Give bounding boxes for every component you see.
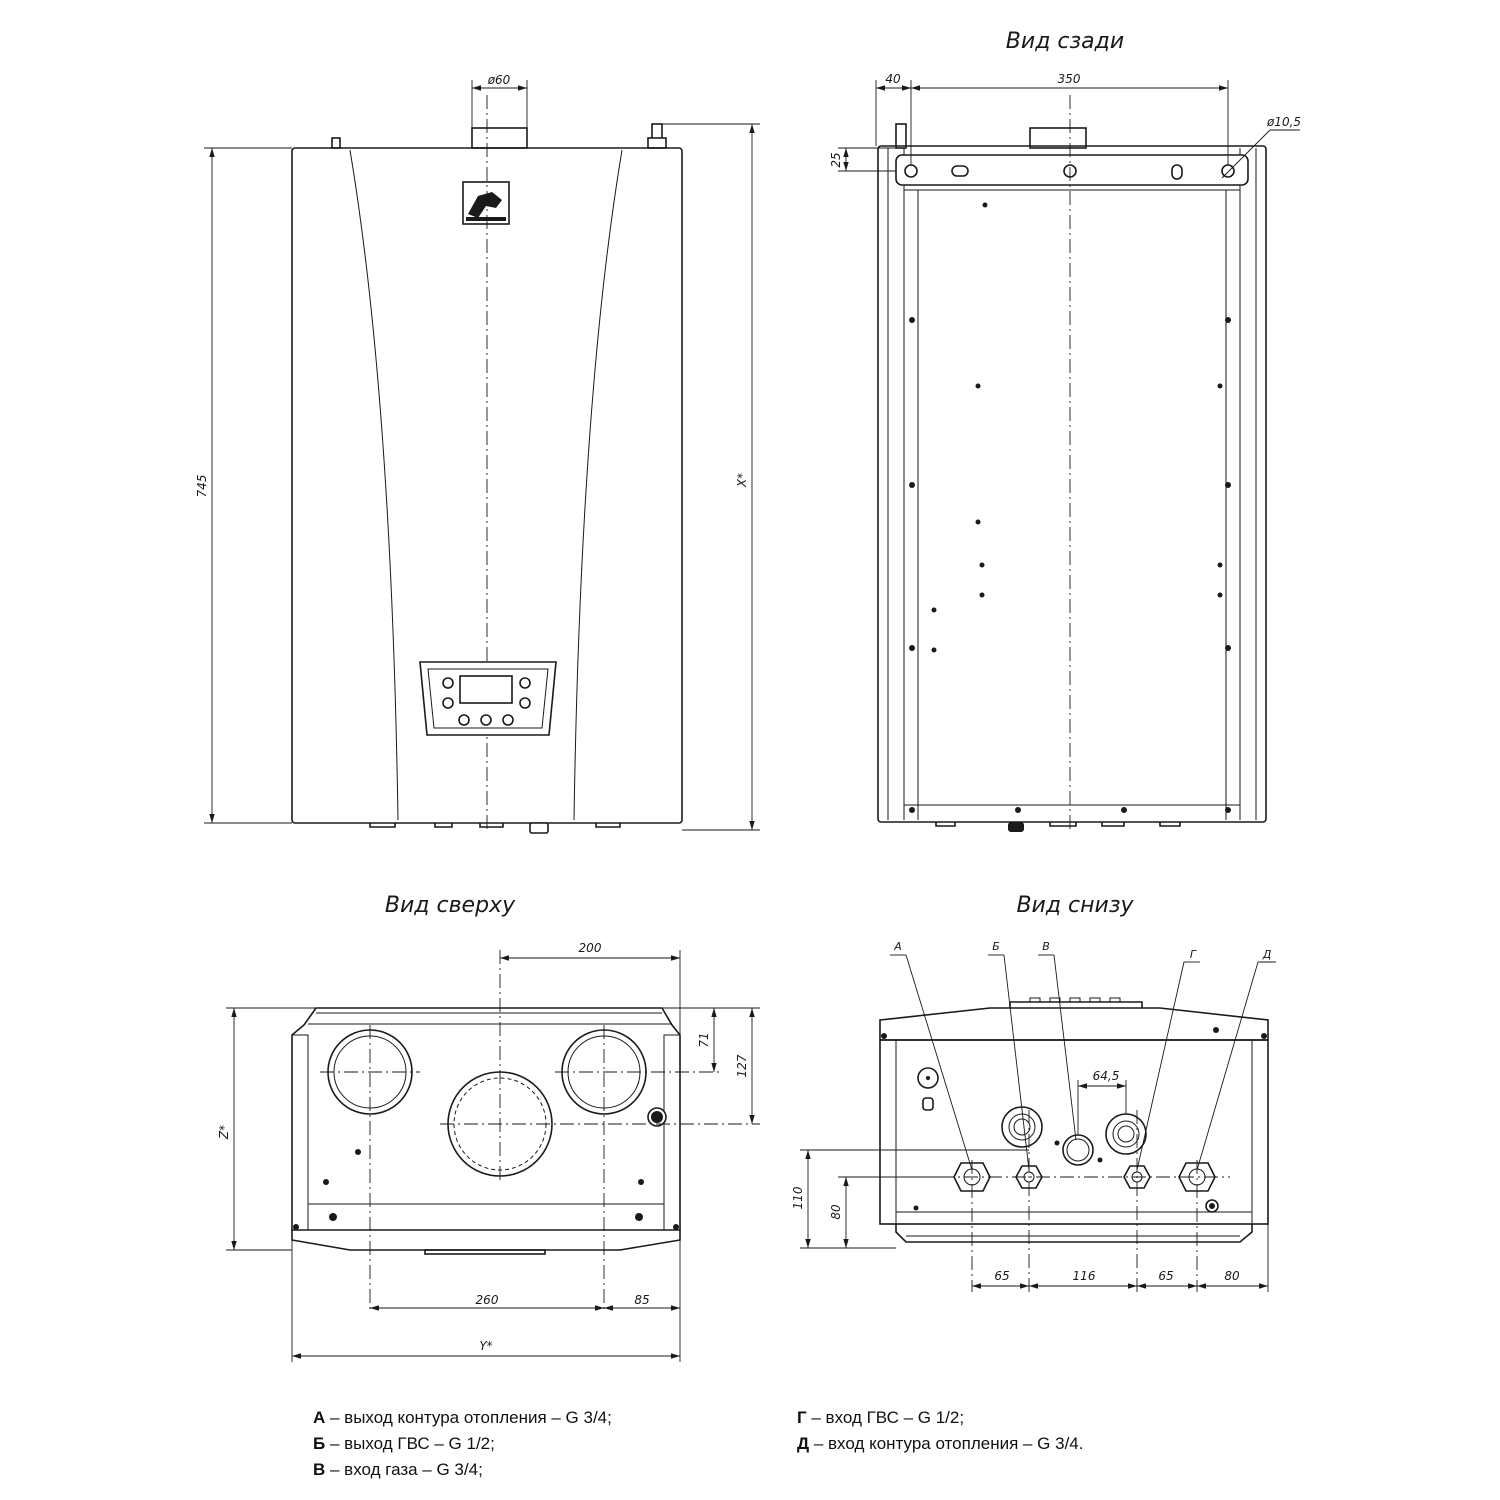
- dim-80-vertical: 80: [829, 1204, 843, 1220]
- display-screen: [459, 675, 513, 704]
- bottom-outline: [879, 1039, 1269, 1225]
- legend-item-b: Б – выход ГВС – G 1/2;: [313, 1434, 495, 1453]
- dim-flue: ø60: [487, 73, 511, 87]
- control-panel: [419, 661, 557, 736]
- dim-127: 127: [735, 1054, 749, 1077]
- dim-71: 71: [697, 1032, 711, 1047]
- legend-item-d: Д – вход контура отопления – G 3/4.: [797, 1434, 1084, 1453]
- dim-65-b: 65: [1158, 1269, 1173, 1283]
- dim-hole: ø10,5: [1266, 115, 1301, 129]
- bottom-top-panel: [879, 1007, 1269, 1041]
- label-g: Г: [1190, 948, 1197, 961]
- dim-x-height: X*: [735, 473, 749, 488]
- back-frame: [877, 145, 1267, 823]
- dim-200: 200: [579, 941, 602, 955]
- bottom-connections: [913, 1162, 1219, 1213]
- dim-64-5: 64,5: [1093, 1069, 1120, 1083]
- top-screws: [293, 1149, 679, 1230]
- dim-110: 110: [791, 1186, 805, 1209]
- legend-left: А – выход контура отопления – G 3/4; Б –…: [313, 1405, 612, 1483]
- bottom-view-title: Вид снизу: [1016, 893, 1134, 918]
- label-d: Д: [1262, 948, 1272, 961]
- legend-right: Г – вход ГВС – G 1/2; Д – вход контура о…: [797, 1405, 1083, 1457]
- label-b: Б: [992, 940, 1000, 953]
- top-outline: [291, 1007, 681, 1231]
- legend-item-v: В – вход газа – G 3/4;: [313, 1460, 483, 1479]
- dim-back-width: 350: [1058, 72, 1081, 86]
- label-v: В: [1042, 940, 1050, 953]
- dim-65-a: 65: [994, 1269, 1009, 1283]
- label-a: А: [893, 940, 902, 953]
- flue-pipe: [471, 127, 528, 149]
- dim-260: 260: [476, 1293, 499, 1307]
- connection-labels: А Б В Г Д: [890, 940, 1276, 1171]
- legend-item-g: Г – вход ГВС – G 1/2;: [797, 1408, 965, 1427]
- back-view-title: Вид сзади: [1006, 29, 1124, 54]
- dim-80-horizontal: 80: [1224, 1269, 1240, 1283]
- top-view: Вид сверху: [217, 893, 760, 1362]
- dim-back-offset: 40: [885, 72, 901, 86]
- dim-y-width: Y*: [479, 1339, 492, 1353]
- dim-85: 85: [634, 1293, 649, 1307]
- top-view-title: Вид сверху: [385, 893, 516, 918]
- dim-116: 116: [1073, 1269, 1096, 1283]
- back-holes: [909, 202, 1231, 813]
- panel-buttons: [442, 677, 531, 726]
- dim-bracket: 25: [829, 152, 843, 167]
- mounting-bracket: [895, 154, 1249, 186]
- bottom-view: Вид снизу: [791, 893, 1276, 1292]
- dim-z-depth: Z*: [217, 1125, 231, 1140]
- back-view: Вид сзади: [829, 29, 1301, 832]
- legend-item-a: А – выход контура отопления – G 3/4;: [313, 1408, 612, 1427]
- front-view: ø60 745 X*: [195, 73, 760, 834]
- dim-height: 745: [195, 475, 209, 498]
